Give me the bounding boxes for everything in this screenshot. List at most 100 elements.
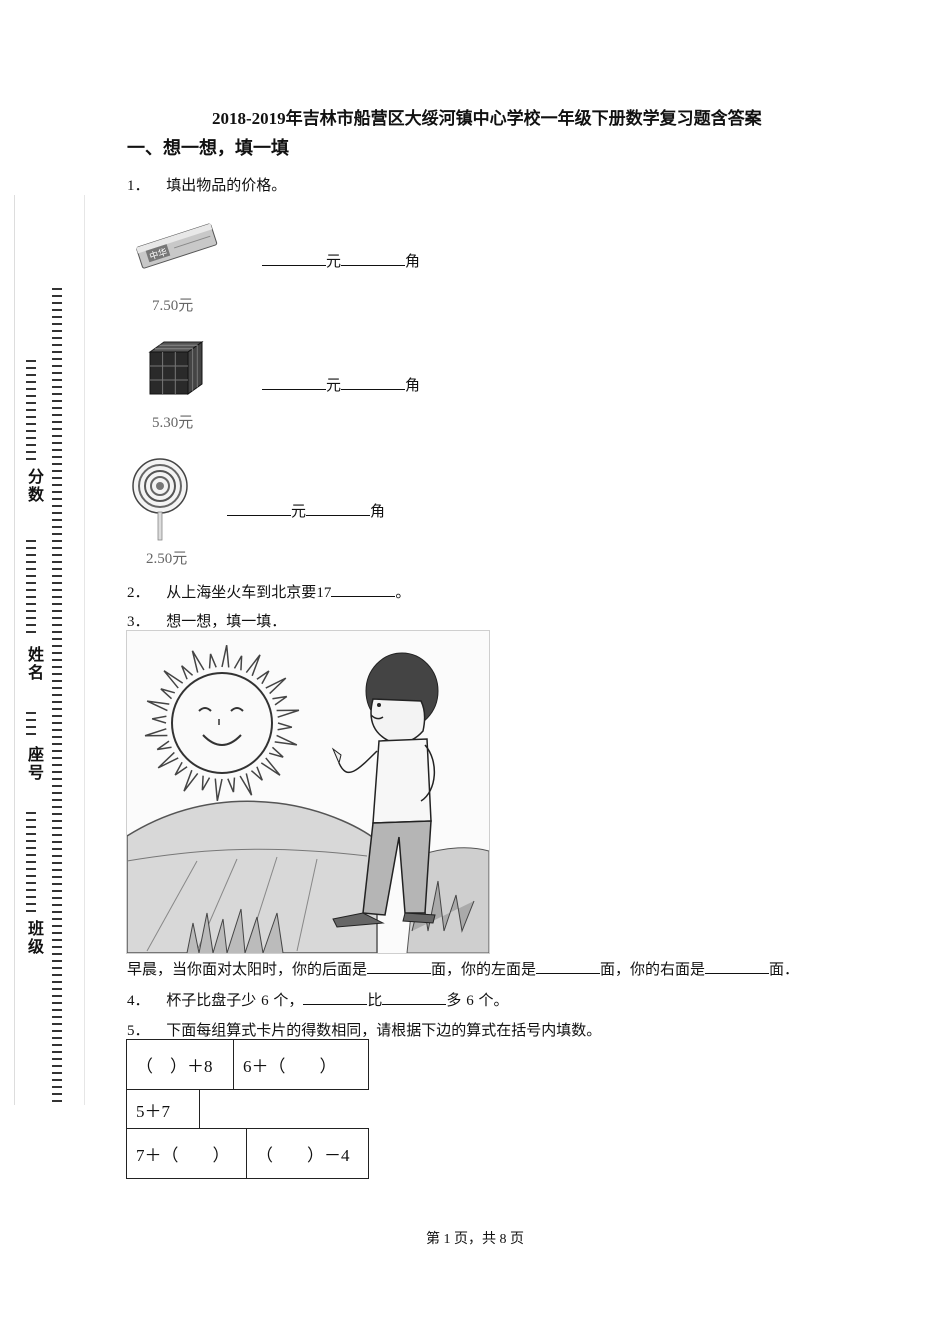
dash (52, 694, 62, 696)
dash (52, 638, 62, 640)
dash (52, 855, 62, 857)
question-number: 3． (127, 614, 150, 630)
dash (26, 624, 36, 626)
unit-yuan: 元 (326, 376, 342, 394)
unit-jiao: 角 (370, 502, 386, 520)
dash (26, 451, 36, 453)
answer-blank[interactable] (227, 501, 291, 516)
dash (52, 330, 62, 332)
question-text: 比 (367, 991, 383, 1009)
dash (52, 1100, 62, 1102)
question-value: 6 (466, 993, 474, 1009)
dash (26, 889, 36, 891)
dash (52, 351, 62, 353)
dash (52, 890, 62, 892)
dash (52, 428, 62, 430)
dash (52, 498, 62, 500)
dash (52, 547, 62, 549)
dash (52, 568, 62, 570)
dash (26, 554, 36, 556)
dash (52, 743, 62, 745)
dash (26, 847, 36, 849)
answer-blank[interactable] (262, 375, 326, 390)
sun-ray (276, 709, 300, 718)
dash (52, 771, 62, 773)
dash (52, 974, 62, 976)
dash (26, 882, 36, 884)
dash (52, 988, 62, 990)
sun-ray (245, 654, 261, 677)
answer-blank-behind[interactable] (367, 959, 432, 974)
price-answer-row: 元角 (262, 250, 420, 271)
dash (52, 848, 62, 850)
answer-blank[interactable] (341, 375, 406, 390)
dash (52, 869, 62, 871)
dash (52, 1030, 62, 1032)
dash (52, 372, 62, 374)
answer-blank[interactable] (382, 990, 447, 1005)
question-4: 4． 杯子比盘子少 6 个，比多 6 个。 (127, 989, 509, 1010)
sun-ray (277, 722, 293, 731)
question-text: 面，你的左面是 (431, 960, 537, 978)
dash (52, 470, 62, 472)
dash (26, 812, 36, 814)
dash (52, 407, 62, 409)
dash (26, 603, 36, 605)
equation-card: （ ）＋8 (126, 1039, 234, 1090)
question-5: 5． 下面每组算式卡片的得数相同，请根据下边的算式在括号内填数。 (127, 1019, 601, 1040)
answer-blank[interactable] (341, 251, 406, 266)
dash (52, 946, 62, 948)
dash (52, 596, 62, 598)
sun-ray (214, 778, 223, 802)
sun-ray (160, 688, 176, 700)
answer-blank[interactable] (303, 990, 368, 1005)
question-value: 17 (316, 585, 332, 601)
dash (52, 827, 62, 829)
dash (52, 393, 62, 395)
dash (52, 820, 62, 822)
dash (26, 409, 36, 411)
answer-blank[interactable] (262, 251, 326, 266)
cut-line-right (52, 288, 64, 1107)
dash (52, 841, 62, 843)
dash (52, 288, 62, 290)
dash (52, 1058, 62, 1060)
margin-label-name: 姓名 (27, 645, 44, 682)
dash (26, 826, 36, 828)
dash (26, 596, 36, 598)
binding-line-inner (84, 195, 85, 1105)
answer-blank[interactable] (306, 501, 371, 516)
sun-ray (201, 775, 211, 791)
dash (52, 435, 62, 437)
dash (52, 918, 62, 920)
question-text: 个， (273, 991, 304, 1009)
dash (26, 617, 36, 619)
answer-blank-left[interactable] (536, 959, 601, 974)
sun-ray (183, 769, 199, 792)
dash (52, 715, 62, 717)
sun-ray (163, 670, 184, 689)
answer-blank[interactable] (331, 582, 396, 597)
dash (52, 1072, 62, 1074)
dash (26, 582, 36, 584)
dash (52, 785, 62, 787)
question-text: 下面每组算式卡片的得数相同，请根据下边的算式在括号内填数。 (166, 1021, 602, 1039)
dash (52, 624, 62, 626)
dash (52, 442, 62, 444)
dash (52, 862, 62, 864)
dash (52, 477, 62, 479)
dash (26, 726, 36, 728)
dash (52, 925, 62, 927)
dash (52, 505, 62, 507)
sun-ray (274, 734, 298, 746)
answer-blank-right[interactable] (705, 959, 770, 974)
question-text: 想一想，填一填． (166, 612, 287, 630)
dash (26, 840, 36, 842)
price-answer-row: 元角 (262, 374, 420, 395)
sun-ray (156, 740, 172, 751)
dash (52, 603, 62, 605)
dash (52, 1002, 62, 1004)
equation-card: 5＋7 (126, 1089, 200, 1129)
dash (26, 910, 36, 912)
price-answer-row: 元角 (227, 500, 385, 521)
